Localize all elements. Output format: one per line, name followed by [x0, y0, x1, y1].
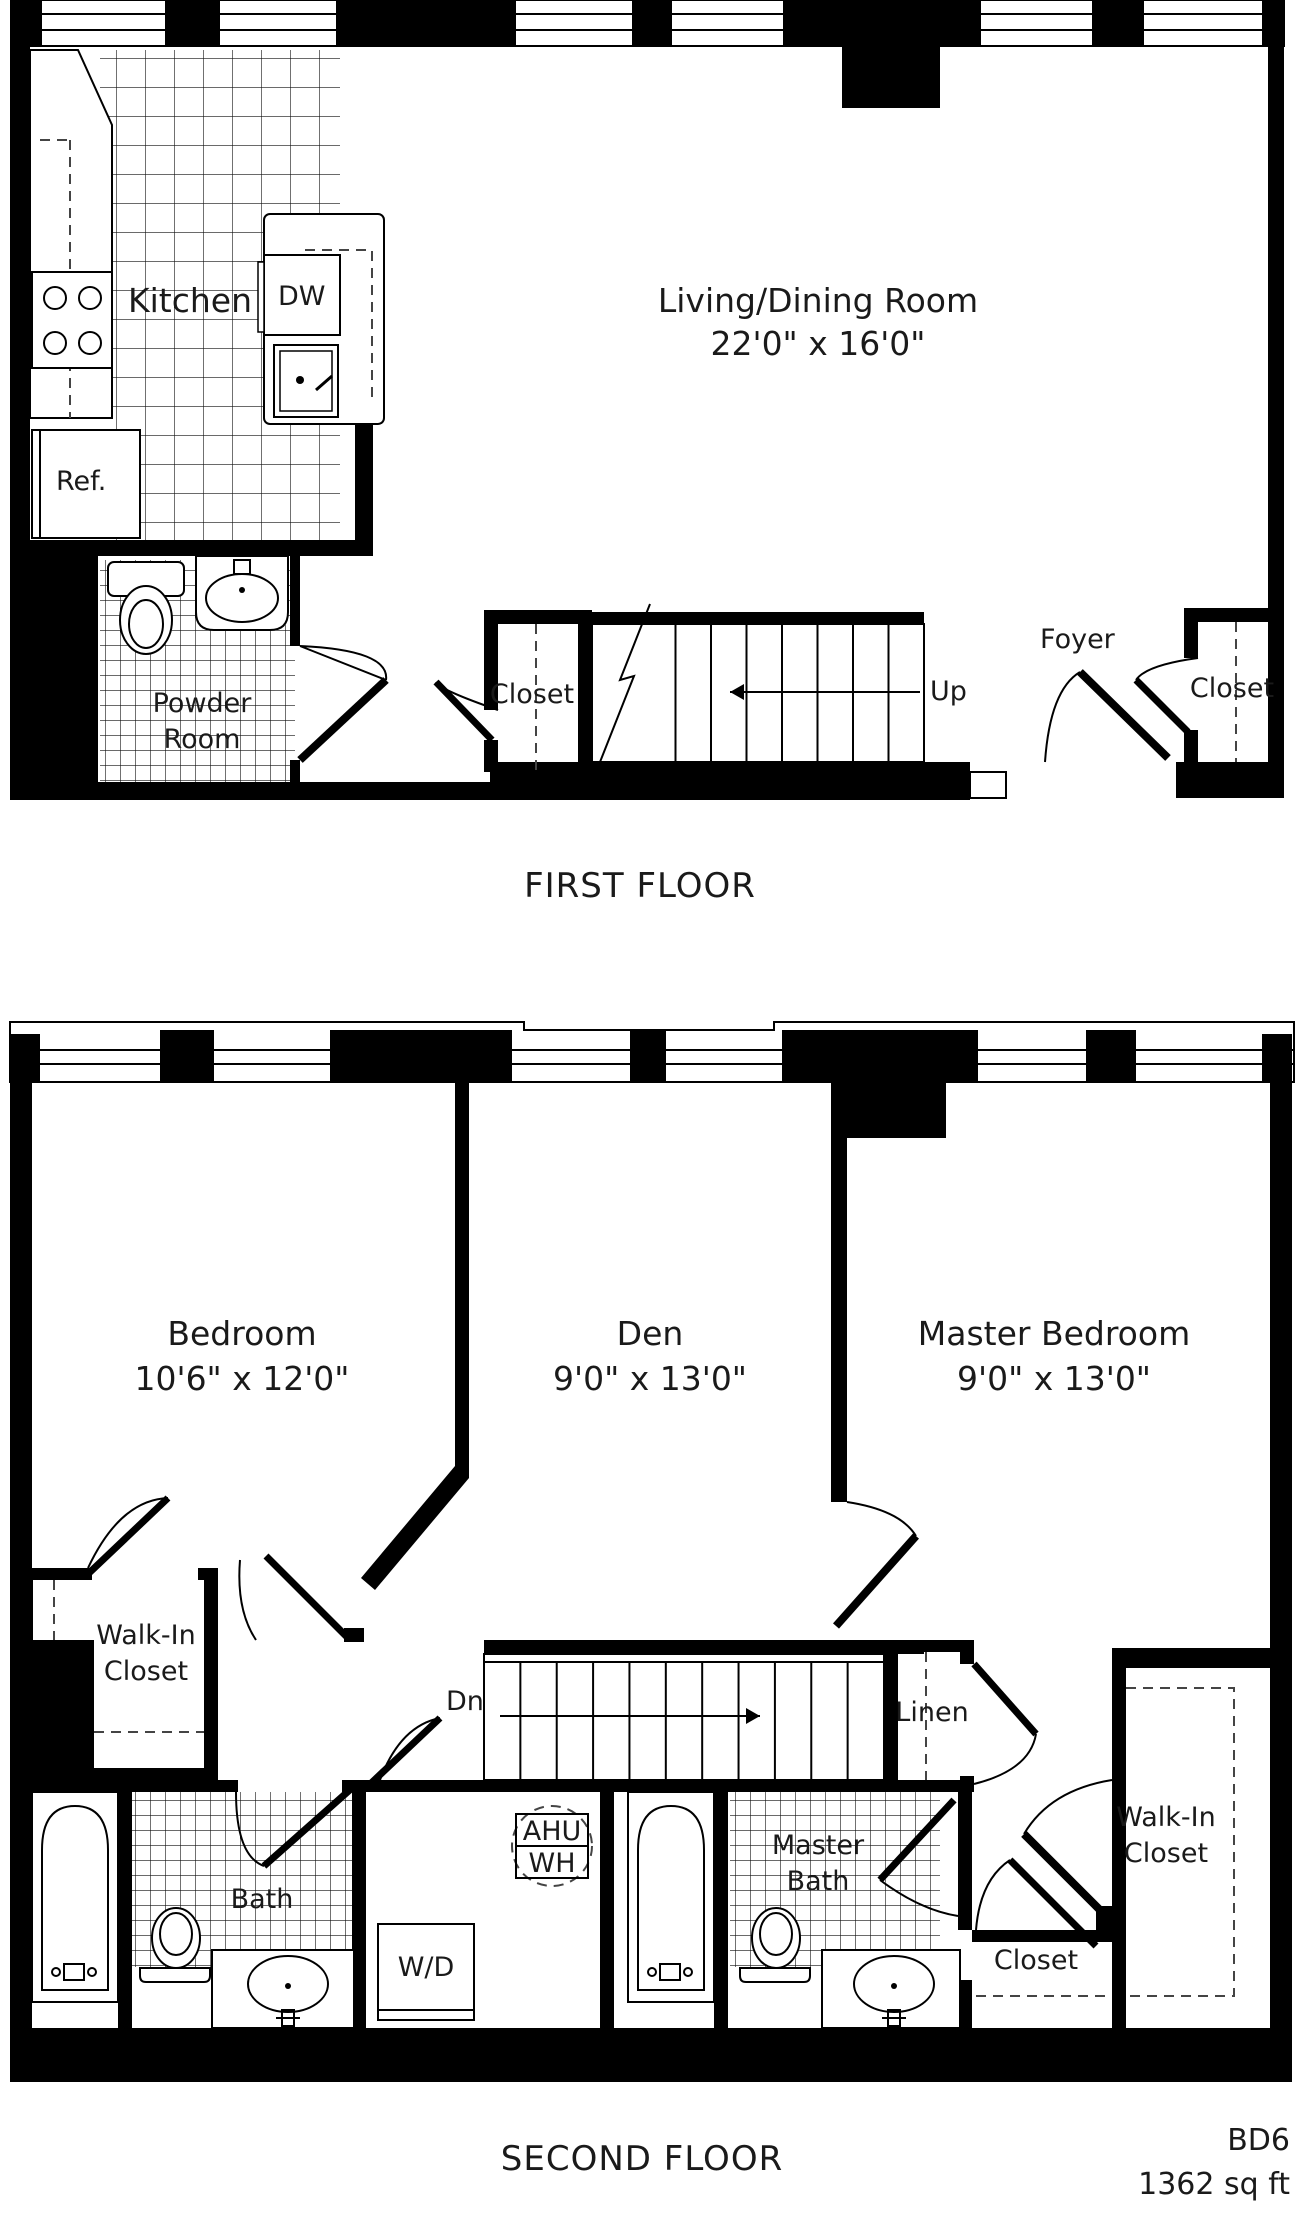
second-floor-east-wall: [1270, 1082, 1292, 2082]
ahu-label: AHU: [523, 1816, 582, 1847]
living-room-dims: 22'0" x 16'0": [711, 324, 926, 363]
first-floor: Kitchen DW Ref. Living/Dining Room 22'0"…: [10, 0, 1285, 906]
stairs-up-label: Up: [930, 676, 967, 707]
bedroom-walkin-closet: [31, 1495, 364, 1780]
bath-left: [22, 1780, 366, 2029]
linen-closet: [884, 1640, 1039, 1792]
foyer-door-swing: [1044, 671, 1081, 763]
stairs-down-label: Dn: [446, 1686, 484, 1717]
powder-sink: [195, 555, 289, 631]
bedroom-dims: 10'6" x 12'0": [135, 1359, 350, 1398]
closet-right-label: Closet: [1190, 673, 1274, 704]
ahu-wh-unit: [511, 1805, 593, 1887]
master-bedroom-name: Master Bedroom: [918, 1314, 1190, 1353]
master-bath-toilet: [739, 1907, 811, 1983]
second-floor-west-wall: [10, 1082, 32, 2082]
dishwasher: [263, 254, 341, 336]
dishwasher-label: DW: [278, 281, 326, 312]
first-floor-south-wall: [10, 782, 500, 800]
living-room-name: Living/Dining Room: [658, 281, 978, 320]
powder-room-label-1: Powder: [153, 688, 253, 719]
second-floor: Bedroom 10'6" x 12'0" Den 9'0" x 13'0" M…: [9, 1021, 1295, 2202]
walkin-left-label-1: Walk-In: [96, 1620, 195, 1651]
bath-left-toilet: [139, 1907, 211, 1983]
unit-code: BD6: [1227, 2123, 1290, 2158]
master-bath-label-1: Master: [772, 1830, 865, 1861]
powder-toilet: [107, 561, 185, 655]
kitchen-label: Kitchen: [128, 281, 252, 320]
walkin-right-label-2: Closet: [1124, 1838, 1208, 1869]
stairs-down: [464, 1640, 924, 1792]
wh-label: WH: [529, 1848, 576, 1879]
den-name: Den: [617, 1314, 684, 1353]
bedroom-name: Bedroom: [167, 1314, 316, 1353]
washer-dryer-label: W/D: [398, 1952, 455, 1983]
foyer-label: Foyer: [1040, 624, 1116, 655]
bath-label: Bath: [231, 1884, 294, 1915]
bathtub-left: [31, 1791, 119, 2003]
closet-left-label: Closet: [490, 679, 574, 710]
closet-left: [433, 610, 592, 772]
washer-dryer: [377, 1923, 475, 2021]
master-bedroom-dims: 9'0" x 13'0": [957, 1359, 1151, 1398]
bathtub-master: [627, 1791, 715, 2003]
stairs-up: [584, 603, 925, 763]
refrigerator: [31, 429, 141, 539]
refrigerator-label: Ref.: [56, 466, 106, 497]
linen-label: Linen: [895, 1697, 968, 1728]
unit-area: 1362 sq ft: [1138, 2167, 1290, 2202]
bath-left-vanity: [211, 1949, 355, 2029]
first-floor-heading: FIRST FLOOR: [524, 866, 756, 906]
second-floor-window-wall: [9, 1021, 1295, 1138]
stove: [31, 271, 113, 369]
powder-room-label-2: Room: [164, 724, 241, 755]
second-floor-south-wall: [10, 2028, 1292, 2082]
master-closets: [972, 1648, 1235, 2030]
bedroom-den-wall: [361, 1082, 469, 1590]
master-bath-label-2: Bath: [787, 1866, 850, 1897]
master-door-swing: [846, 1501, 917, 1537]
powder-door-swing: [299, 645, 388, 681]
walkin-right-label-1: Walk-In: [1116, 1802, 1215, 1833]
den-master-wall: [831, 1082, 847, 1502]
walkin-left-label-2: Closet: [104, 1656, 188, 1687]
den-dims: 9'0" x 13'0": [553, 1359, 747, 1398]
second-floor-heading: SECOND FLOOR: [501, 2139, 783, 2179]
master-closet-label: Closet: [994, 1945, 1078, 1976]
master-bath: [614, 1780, 972, 2029]
closet-right: [1133, 608, 1284, 770]
laundry-area: [363, 1715, 614, 2028]
master-bath-vanity: [821, 1949, 961, 2029]
